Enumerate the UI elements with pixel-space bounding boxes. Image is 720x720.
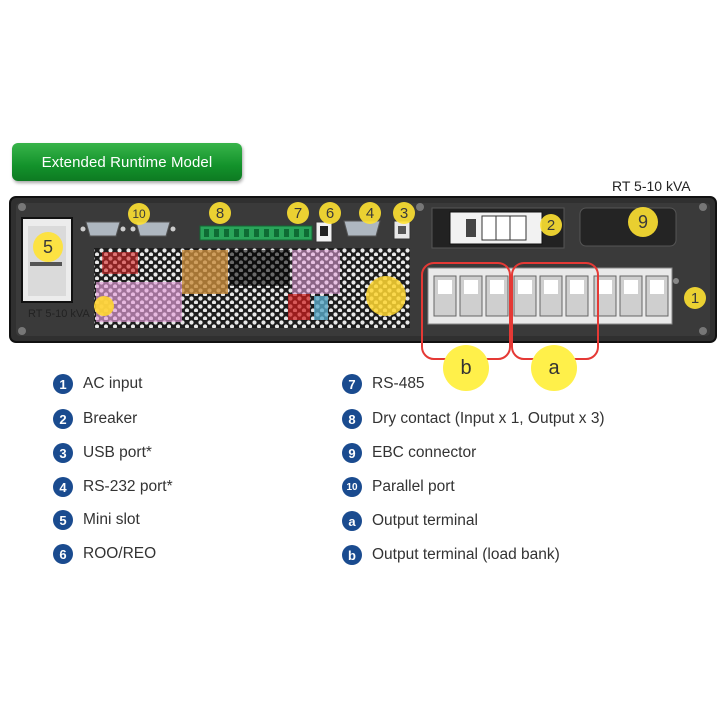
- marker-1: 1: [684, 287, 706, 309]
- marker-9: 9: [628, 207, 658, 237]
- legend-text: EBC connector: [372, 444, 477, 461]
- legend-item-10: 10 Parallel port: [342, 477, 455, 497]
- legend-text: Output terminal: [372, 512, 478, 529]
- marker-10: 10: [128, 203, 150, 225]
- marker-5: 5: [33, 232, 63, 262]
- legend-text: USB port*: [83, 444, 152, 461]
- legend-text: Parallel port: [372, 478, 455, 495]
- legend-item-7: 7 RS-485: [342, 374, 425, 394]
- legend-item-5: 5 Mini slot: [53, 510, 140, 530]
- legend-item-b: b Output terminal (load bank): [342, 545, 560, 565]
- dry-contact-terminal: [199, 225, 313, 241]
- rs232-port: [343, 220, 381, 237]
- terminal-strip: [427, 267, 673, 325]
- legend-number: 2: [53, 409, 73, 429]
- parallel-port: [80, 221, 176, 237]
- legend-number: 4: [53, 477, 73, 497]
- legend-text: ROO/REO: [83, 545, 157, 562]
- legend-text: Mini slot: [83, 511, 140, 528]
- marker-3: 3: [393, 202, 415, 224]
- legend-item-2: 2 Breaker: [53, 409, 137, 429]
- marker-7: 7: [287, 202, 309, 224]
- legend-item-1: 1 AC input: [53, 374, 142, 394]
- legend-text: Breaker: [83, 410, 138, 427]
- marker-6: 6: [319, 202, 341, 224]
- legend-text: RS-485: [372, 375, 425, 392]
- legend-number: a: [342, 511, 362, 531]
- legend-number: 9: [342, 443, 362, 463]
- extended-runtime-badge: Extended Runtime Model: [12, 143, 242, 181]
- legend-text: AC input: [83, 375, 143, 392]
- legend-number: 8: [342, 409, 362, 429]
- marker-2: 2: [540, 214, 562, 236]
- legend-item-a: a Output terminal: [342, 511, 478, 531]
- model-label-panel: RT 5-10 kVA: [28, 308, 90, 320]
- legend-number: 6: [53, 544, 73, 564]
- legend-item-3: 3 USB port*: [53, 443, 152, 463]
- marker-8: 8: [209, 202, 231, 224]
- legend-item-4: 4 RS-232 port*: [53, 477, 173, 497]
- legend-text: RS-232 port*: [83, 478, 173, 495]
- model-label-top: RT 5-10 kVA: [612, 178, 691, 194]
- marker-4: 4: [359, 202, 381, 224]
- legend-number: 7: [342, 374, 362, 394]
- legend-number: 3: [53, 443, 73, 463]
- marker-b: b: [443, 345, 489, 391]
- legend-number: 5: [53, 510, 73, 530]
- legend-item-9: 9 EBC connector: [342, 443, 476, 463]
- legend-number: 1: [53, 374, 73, 394]
- legend-number: b: [342, 545, 362, 565]
- badge-text: Extended Runtime Model: [41, 153, 213, 171]
- marker-a: a: [531, 345, 577, 391]
- legend-item-6: 6 ROO/REO: [53, 544, 156, 564]
- legend-item-8: 8 Dry contact (Input x 1, Output x 3): [342, 409, 605, 429]
- legend-text: Dry contact (Input x 1, Output x 3): [372, 410, 605, 427]
- legend-number: 10: [342, 477, 362, 497]
- legend-text: Output terminal (load bank): [372, 546, 560, 563]
